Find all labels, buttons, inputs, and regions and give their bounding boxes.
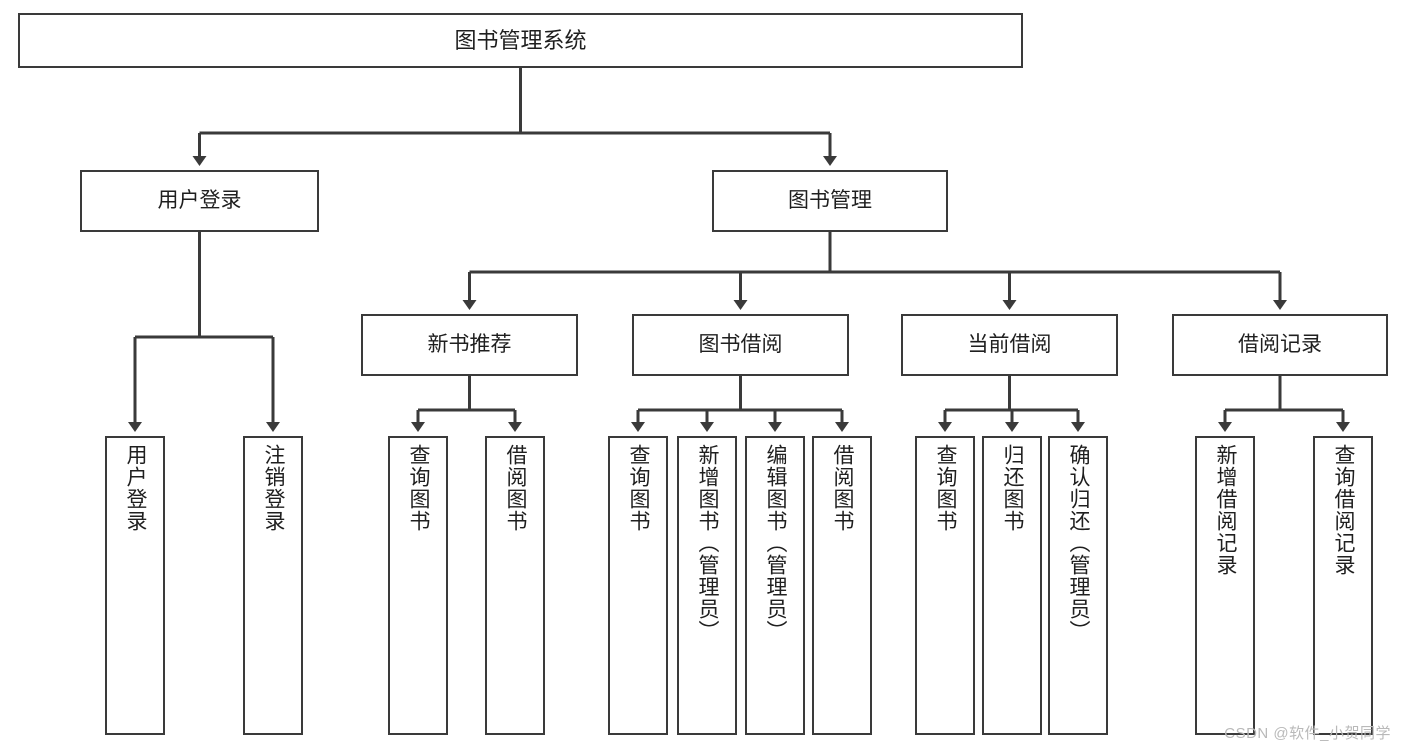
node-label-book-manage: 图书管理 — [788, 188, 872, 212]
node-book-manage[interactable]: 图书管理 — [712, 170, 948, 232]
node-root[interactable]: 图书管理系统 — [18, 13, 1023, 68]
node-leaf-borrow-book[interactable]: 借阅图书 — [812, 436, 872, 735]
node-label-leaf-user-logout: 注销登录 — [262, 444, 286, 532]
node-label-book-borrow: 图书借阅 — [698, 332, 783, 356]
node-leaf-edit-book[interactable]: 编辑图书（管理员） — [745, 436, 805, 735]
node-label-leaf-query-book-cur: 查询图书 — [934, 444, 958, 532]
node-label-leaf-add-borrow-record: 新增借阅记录 — [1214, 444, 1238, 576]
node-leaf-add-book[interactable]: 新增图书（管理员） — [677, 436, 737, 735]
node-label-leaf-user-login: 用户登录 — [124, 444, 148, 532]
node-leaf-query-book-borrow[interactable]: 查询图书 — [608, 436, 668, 735]
node-leaf-user-logout[interactable]: 注销登录 — [243, 436, 303, 735]
node-leaf-query-book-rec[interactable]: 查询图书 — [388, 436, 448, 735]
node-leaf-confirm-return[interactable]: 确认归还（管理员） — [1048, 436, 1108, 735]
node-label-leaf-return-book: 归还图书 — [1001, 444, 1025, 532]
node-label-user-login: 用户登录 — [157, 188, 242, 212]
node-borrow-record[interactable]: 借阅记录 — [1172, 314, 1388, 376]
node-leaf-return-book[interactable]: 归还图书 — [982, 436, 1042, 735]
node-leaf-query-borrow-record[interactable]: 查询借阅记录 — [1313, 436, 1373, 735]
node-label-leaf-query-borrow-record: 查询借阅记录 — [1332, 444, 1356, 576]
node-new-book-recommend[interactable]: 新书推荐 — [361, 314, 578, 376]
node-label-leaf-query-book-borrow: 查询图书 — [627, 444, 651, 532]
node-label-leaf-add-book: 新增图书（管理员） — [696, 444, 720, 642]
node-label-leaf-confirm-return: 确认归还（管理员） — [1067, 444, 1091, 642]
node-label-new-book-recommend: 新书推荐 — [427, 332, 512, 356]
node-current-borrow[interactable]: 当前借阅 — [901, 314, 1118, 376]
node-label-root: 图书管理系统 — [454, 27, 587, 53]
node-leaf-borrow-book-rec[interactable]: 借阅图书 — [485, 436, 545, 735]
node-label-leaf-edit-book: 编辑图书（管理员） — [764, 444, 788, 642]
node-label-leaf-borrow-book-rec: 借阅图书 — [504, 444, 528, 532]
node-label-leaf-borrow-book: 借阅图书 — [831, 444, 855, 532]
node-leaf-add-borrow-record[interactable]: 新增借阅记录 — [1195, 436, 1255, 735]
node-user-login[interactable]: 用户登录 — [80, 170, 319, 232]
node-label-leaf-query-book-rec: 查询图书 — [407, 444, 431, 532]
node-label-borrow-record: 借阅记录 — [1238, 332, 1322, 356]
node-book-borrow[interactable]: 图书借阅 — [632, 314, 849, 376]
node-leaf-query-book-cur[interactable]: 查询图书 — [915, 436, 975, 735]
watermark-text: CSDN @软件_小贺同学 — [1224, 725, 1391, 742]
node-leaf-user-login[interactable]: 用户登录 — [105, 436, 165, 735]
node-label-current-borrow: 当前借阅 — [967, 332, 1052, 356]
